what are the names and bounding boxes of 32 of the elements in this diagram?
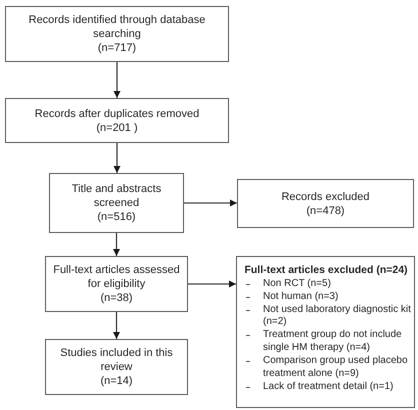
arrow (114, 62, 120, 98)
exclusion-reason: Not human (n=3) (263, 290, 340, 304)
exclusion-reason: Non RCT (n=5) (263, 278, 332, 290)
step-label: Full-text articles assessed for eligibility (52, 263, 181, 291)
process-box (45, 339, 188, 395)
arrow (188, 280, 236, 288)
process-box (5, 98, 229, 143)
process-box (45, 256, 188, 312)
exclusion-heading: Full-text articles excluded (n=24) (244, 263, 408, 277)
count-label: (n=717) (98, 41, 136, 55)
exclusion-reason: Comparison group used placebo treatment alone (n=9) (263, 355, 409, 380)
step-label: Title and abstracts screened (70, 182, 162, 210)
step-label: Studies included in this review (59, 346, 174, 374)
exclusion-box (236, 256, 415, 408)
arrow (184, 200, 237, 206)
process-box (49, 173, 184, 233)
count-label: (n=14) (100, 374, 133, 388)
arrow (113, 233, 120, 256)
count-label: (n=201 ) (96, 120, 138, 134)
exclusion-reason: Treatment group do not include single HM therapy (n=4) (263, 329, 403, 355)
count-label: (n=478) (306, 204, 345, 218)
count-label: (n=516) (97, 210, 136, 224)
exclusion-reason: Not used laboratory diagnostic kit (n=2) (263, 304, 411, 329)
count-label: (n=38) (100, 291, 133, 305)
exclusion-reason: Lack of treatment detail (n=1) (263, 380, 394, 394)
arrow (113, 312, 120, 339)
process-box (5, 6, 229, 62)
arrow (114, 143, 120, 173)
step-label: Records identified through database searching (28, 13, 206, 41)
process-box (237, 179, 414, 228)
step-label: Records excluded (281, 190, 370, 204)
step-label: Records after duplicates removed (34, 106, 200, 120)
